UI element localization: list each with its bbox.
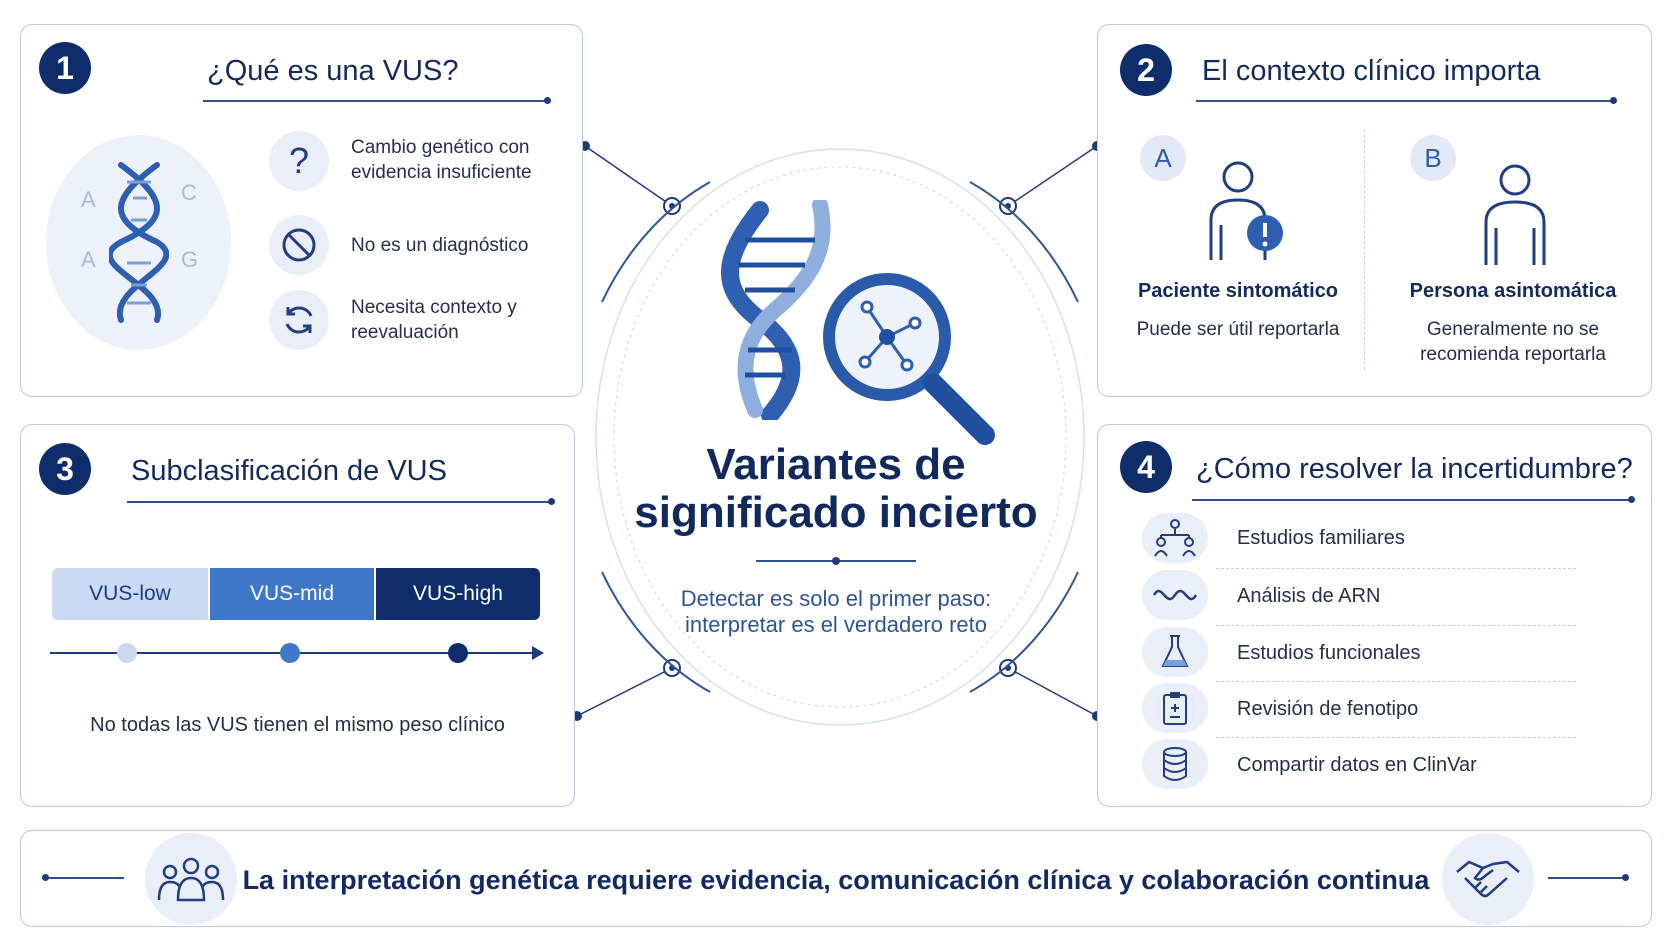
center-subtitle-line1: Detectar es solo el primer paso: (680, 586, 992, 611)
vus-high-segment: VUS-high (376, 568, 540, 620)
dna-letter: A (81, 247, 96, 272)
center-divider-dot (832, 557, 840, 565)
symptomatic-person-icon (1209, 161, 1283, 260)
option-a-text: Puede ser útil reportarla (1136, 319, 1340, 340)
rna-wave-icon (1142, 570, 1208, 620)
dna-letter: A (81, 187, 96, 212)
clipboard-icon (1142, 683, 1208, 733)
dna-small-icon (109, 162, 169, 323)
step-label: Estudios funcionales (1237, 642, 1421, 664)
database-icon (1142, 739, 1208, 789)
banner-dot-left (42, 874, 49, 881)
row-separator (1216, 681, 1576, 682)
panel-number: 1 (39, 42, 91, 94)
dna-letter: G (181, 247, 199, 272)
banner-line-left (46, 877, 124, 879)
dna-letter: C (181, 180, 197, 205)
panel-resolve-uncertainty: 4 ¿Cómo resolver la incertidumbre? Estud… (1097, 424, 1652, 807)
center-subtitle-line2: interpretar es el verdadero reto (684, 612, 988, 637)
banner-dot-right (1622, 874, 1629, 881)
panel-clinical-context: 2 El contexto clínico importa A Paciente… (1097, 24, 1652, 397)
title-underline (127, 498, 555, 504)
panel-number: 3 (39, 443, 91, 495)
flask-icon (1142, 627, 1208, 677)
step-label: Análisis de ARN (1237, 585, 1381, 607)
team-icon (145, 833, 237, 925)
item-text: No es un diagnóstico (351, 235, 529, 256)
magnifier-icon (823, 273, 995, 445)
option-b-badge: B (1410, 135, 1456, 181)
center-title-line1: Variantes de (706, 440, 966, 489)
family-tree-icon (1142, 513, 1208, 563)
dna-badge (46, 135, 231, 350)
question-icon: ? (269, 131, 329, 191)
handshake-icon (1442, 833, 1534, 925)
title-underline (203, 97, 551, 103)
refresh-icon (269, 290, 329, 350)
vus-mid-segment: VUS-mid (210, 568, 374, 620)
step-label: Estudios familiares (1237, 527, 1405, 549)
panel-title: Subclasificación de VUS (131, 455, 447, 487)
panel-title: El contexto clínico importa (1202, 55, 1541, 87)
banner-line-right (1548, 877, 1626, 879)
title-underline (1192, 496, 1635, 502)
panel-what-is-vus: 1 ¿Qué es una VUS? A C A G ? Cambio gené… (20, 24, 583, 397)
vus-low-segment: VUS-low (52, 568, 208, 620)
prohibited-icon (269, 215, 329, 275)
options-divider (1364, 130, 1365, 370)
row-separator (1216, 737, 1576, 738)
option-a-heading: Paciente sintomático (1137, 280, 1339, 302)
option-a-badge: A (1140, 135, 1186, 181)
row-separator (1216, 568, 1576, 569)
central-circle (595, 148, 1085, 726)
panel-title: ¿Cómo resolver la incertidumbre? (1196, 453, 1633, 485)
asymptomatic-person-icon (1484, 164, 1546, 265)
dna-helix-icon (721, 200, 831, 420)
step-label: Compartir datos en ClinVar (1237, 754, 1477, 776)
center-title-line2: significado incierto (634, 488, 1038, 537)
bottom-banner (20, 830, 1652, 927)
step-label: Revisión de fenotipo (1237, 698, 1419, 720)
banner-text: La interpretación genética requiere evid… (242, 865, 1430, 895)
subclassification-note: No todas las VUS tienen el mismo peso cl… (90, 714, 505, 736)
panel-title: ¿Qué es una VUS? (207, 55, 459, 87)
option-b-heading: Persona asintomática (1409, 280, 1617, 302)
panel-number: 4 (1120, 441, 1172, 493)
severity-scale (50, 643, 544, 663)
row-separator (1216, 625, 1576, 626)
panel-number: 2 (1120, 44, 1172, 96)
title-underline (1196, 97, 1617, 103)
